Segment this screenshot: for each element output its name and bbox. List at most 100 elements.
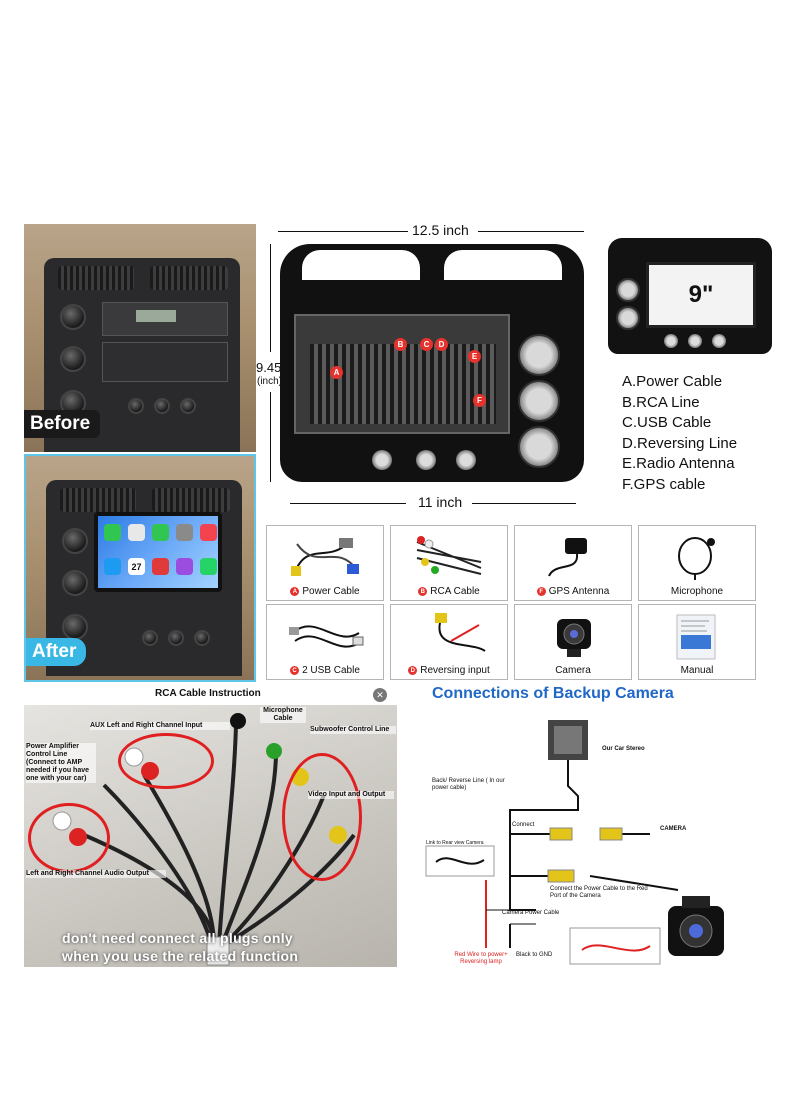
cable-legend: A.Power Cable B.RCA Line C.USB Cable D.R…: [622, 372, 737, 496]
camera-tag: CAMERA: [660, 826, 687, 832]
bottom-dimension-line: [472, 503, 576, 504]
before-photo: Before: [24, 224, 256, 452]
marker-e: E: [468, 350, 481, 363]
close-icon[interactable]: ✕: [373, 688, 387, 702]
accessory-camera: Camera: [514, 604, 632, 680]
button-hole: [372, 450, 392, 470]
carplay-app-icon: [104, 558, 121, 575]
accessory-label: Manual: [680, 665, 714, 676]
legend-item: B.RCA Line: [622, 393, 700, 411]
now-playing-app-icon: [152, 558, 169, 575]
bottom-width-label: 11 inch: [418, 494, 463, 510]
knob: [62, 570, 88, 596]
frame-vent-hole: [616, 278, 640, 302]
marker-a: A: [290, 587, 300, 596]
marker-b: B: [418, 587, 428, 596]
installed-frame-preview: 9": [608, 238, 772, 354]
power-amp-annotation: Power Amplifier Control Line (Connect to…: [26, 743, 96, 783]
map-app-icon: [128, 524, 145, 541]
legend-item: C.USB Cable: [622, 414, 712, 432]
rca-cable-image: [416, 536, 482, 575]
calendar-app-icon: 27: [128, 558, 145, 575]
link-tag: Link to Rear view Camera: [426, 840, 484, 846]
button: [194, 630, 210, 646]
head-unit-screen: 27: [94, 512, 222, 592]
frame-vent-hole: [518, 426, 560, 468]
button: [180, 398, 196, 414]
gps-antenna-image: [548, 538, 587, 577]
rca-note: don't need connect all plugs only when y…: [62, 929, 298, 965]
before-label: Before: [24, 410, 101, 438]
video-highlight: [282, 753, 362, 881]
rca-note-line: don't need connect all plugs only: [62, 930, 294, 946]
button-hole: [456, 450, 476, 470]
knob: [60, 346, 86, 372]
width-dimension-line: [478, 231, 584, 232]
backup-camera-title: Connections of Backup Camera: [432, 685, 674, 702]
knob: [62, 614, 88, 640]
rca-title: RCA Cable Instruction: [155, 688, 261, 699]
frame-vent-hole: [616, 306, 640, 330]
accessory-label: Microphone: [670, 586, 724, 597]
accessory-label: 2 USB Cable: [302, 665, 360, 676]
music-app-icon: [200, 524, 217, 541]
power-cable-image: [291, 538, 359, 576]
rca-note-line: when you use the related function: [62, 948, 299, 964]
accessory-label: RCA Cable: [430, 586, 480, 597]
radio-display: [136, 310, 176, 322]
connect-label: Connect: [512, 822, 535, 828]
microphone-image: [678, 537, 715, 580]
accessory-label: Reversing input: [420, 665, 490, 676]
after-label: After: [26, 638, 87, 666]
height-dimension-line: [270, 244, 271, 352]
messages-app-icon: [152, 524, 169, 541]
marker-f: F: [536, 587, 546, 596]
camera-image: [557, 619, 591, 657]
red-wire-label: Red Wire to power+ Reversing lamp: [454, 952, 508, 965]
after-photo: 27 After: [24, 454, 256, 682]
marker-f: F: [473, 394, 486, 407]
hazard-button: [128, 398, 144, 414]
microphone-annotation: Microphone Cable: [260, 707, 306, 723]
button: [154, 398, 170, 414]
marker-a: A: [330, 366, 343, 379]
button-hole: [664, 334, 678, 348]
height-dimension-line: [270, 392, 271, 482]
left-vent: [60, 488, 136, 512]
accessory-label: Power Cable: [302, 586, 360, 597]
button-hole: [712, 334, 726, 348]
width-dimension-line: [278, 231, 408, 232]
rca-cable-photo: AUX Left and Right Channel Input Microph…: [24, 705, 397, 967]
settings-app-icon: [176, 524, 193, 541]
power-connect-label: Connect the Power Cable to the Red Port …: [550, 886, 648, 899]
width-label: 12.5 inch: [412, 222, 469, 238]
knob: [60, 304, 86, 330]
audio-out-annotation: Left and Right Channel Audio Output: [26, 870, 166, 878]
frame-top-cutout: [302, 250, 420, 280]
backup-camera-diagram: [425, 720, 724, 965]
right-vent: [152, 488, 230, 512]
marker-c: C: [420, 338, 433, 351]
marker-b: B: [394, 338, 407, 351]
reversing-input-image: [435, 613, 486, 652]
left-vent: [58, 266, 134, 290]
knob: [62, 528, 88, 554]
phone-app-icon: [104, 524, 121, 541]
button: [142, 630, 158, 646]
dash-frame-kit: A B C D E F: [280, 244, 584, 482]
legend-item: F.GPS cable: [622, 475, 706, 493]
whatsapp-app-icon: [200, 558, 217, 575]
podcasts-app-icon: [176, 558, 193, 575]
accessory-microphone: Microphone: [638, 525, 756, 601]
aux-annotation: AUX Left and Right Channel Input: [90, 722, 230, 730]
video-annotation: Video Input and Output: [308, 791, 394, 799]
button-hole: [688, 334, 702, 348]
frame-top-cutout: [444, 250, 562, 280]
marker-d: D: [408, 666, 418, 675]
manual-image: [676, 614, 716, 660]
legend-item: A.Power Cable: [622, 373, 723, 390]
legend-item: E.Radio Antenna: [622, 455, 735, 473]
